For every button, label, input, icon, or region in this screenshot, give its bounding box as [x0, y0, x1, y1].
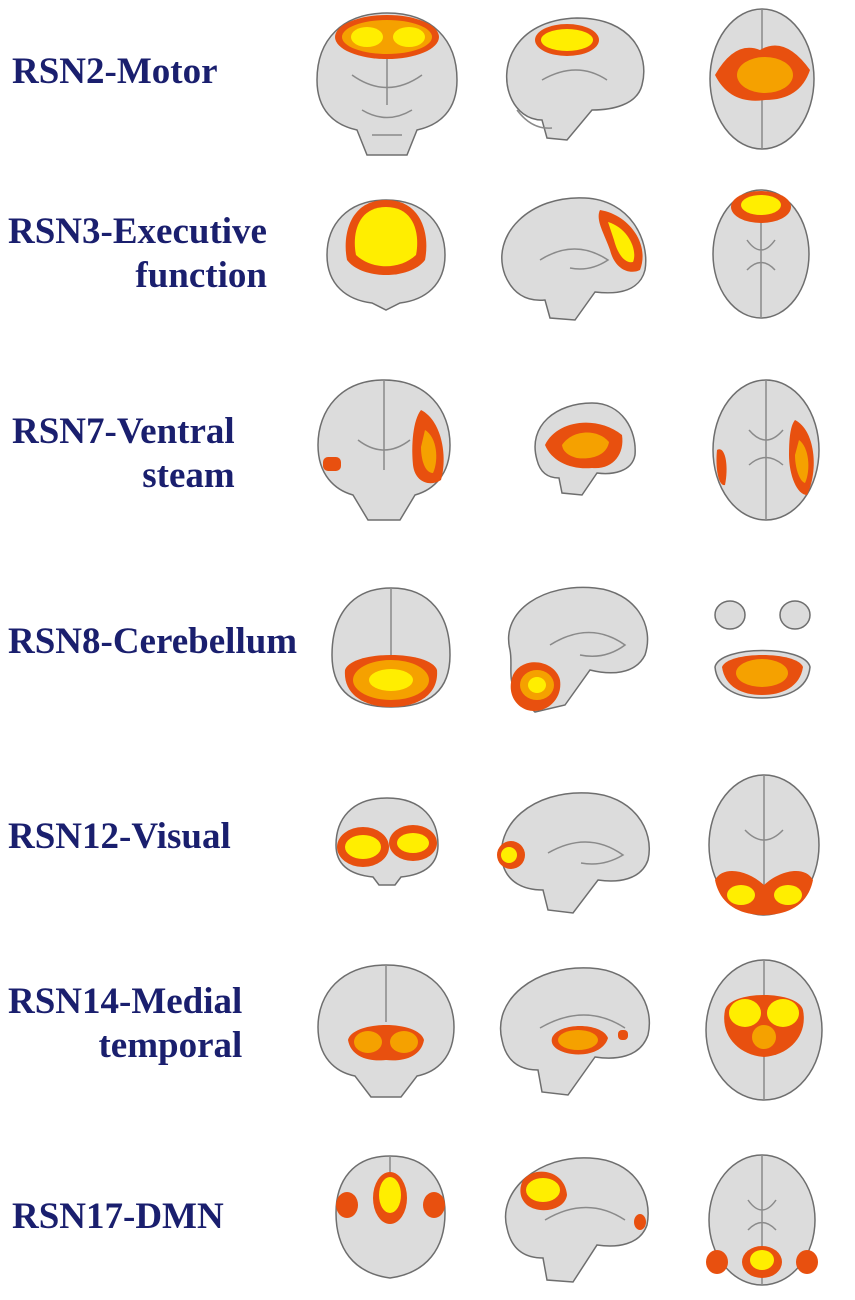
coronal-slice [333, 1153, 448, 1283]
sagittal-slice [490, 190, 652, 325]
network-name-line1: RSN14-Medial [8, 981, 243, 1022]
coronal-slice [312, 5, 462, 163]
network-row-rsn3: RSN3-Executive function [0, 180, 855, 340]
network-label: RSN2-Motor [12, 50, 218, 94]
network-row-rsn7: RSN7-Ventral steam [0, 370, 855, 530]
network-row-rsn8: RSN8-Cerebellum [0, 580, 855, 720]
network-row-rsn14: RSN14-Medial temporal [0, 950, 855, 1110]
network-name: RSN17-DMN [12, 1196, 224, 1237]
network-label: RSN3-Executive function [8, 210, 267, 298]
network-name: RSN2-Motor [12, 51, 218, 92]
sagittal-slice [495, 1150, 655, 1290]
axial-slice [700, 955, 828, 1105]
network-label: RSN14-Medial temporal [8, 980, 242, 1068]
network-label: RSN17-DMN [12, 1195, 224, 1239]
network-row-rsn12: RSN12-Visual [0, 765, 855, 916]
axial-slice [703, 1150, 821, 1290]
coronal-slice [313, 962, 459, 1100]
axial-slice [703, 770, 825, 920]
coronal-slice [313, 375, 455, 525]
coronal-slice [327, 585, 455, 713]
network-label: RSN8-Cerebellum [8, 620, 297, 664]
network-name-line2: function [135, 255, 267, 296]
network-name-line1: RSN3-Executive [8, 211, 267, 252]
sagittal-slice [527, 400, 639, 498]
coronal-slice [333, 795, 441, 887]
network-name-line2: steam [142, 455, 235, 496]
network-name-line2: temporal [98, 1025, 243, 1066]
network-row-rsn17: RSN17-DMN [0, 1145, 855, 1295]
network-name: RSN12-Visual [8, 816, 231, 857]
network-name-line1: RSN7-Ventral [12, 411, 235, 452]
sagittal-slice [495, 580, 657, 720]
axial-slice [710, 595, 815, 700]
axial-slice [707, 375, 825, 525]
network-label: RSN7-Ventral steam [12, 410, 235, 498]
coronal-slice [322, 195, 450, 315]
network-row-rsn2: RSN2-Motor [0, 0, 855, 170]
network-label: RSN12-Visual [8, 815, 231, 859]
network-name: RSN8-Cerebellum [8, 621, 298, 662]
sagittal-slice [490, 960, 658, 1100]
axial-slice [707, 185, 815, 323]
axial-slice [705, 5, 820, 153]
sagittal-slice [492, 10, 652, 145]
sagittal-slice [493, 785, 658, 915]
